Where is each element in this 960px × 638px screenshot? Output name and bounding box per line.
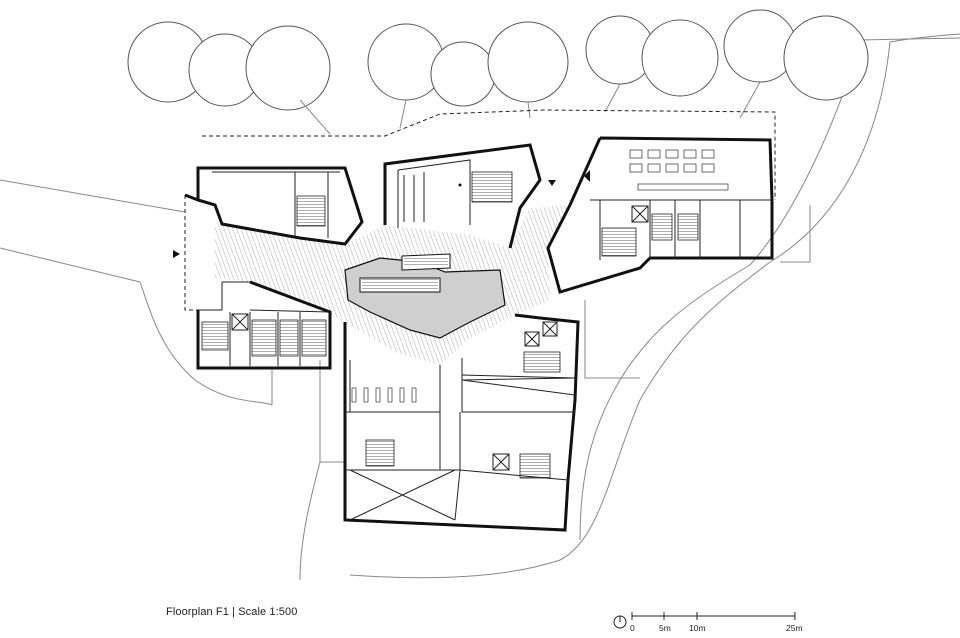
trees	[127, 9, 869, 135]
central-north-wing	[383, 143, 542, 249]
plan-caption: Floorplan F1 | Scale 1:500	[166, 606, 298, 618]
scale-label-0: 0	[630, 623, 635, 633]
scale-bar: 0 5m 10m 25m	[630, 612, 803, 633]
west-wing	[184, 166, 364, 246]
south-wing	[343, 313, 580, 532]
east-wing	[546, 136, 774, 294]
entrance-markers	[173, 170, 590, 258]
scale-label-10m: 10m	[689, 623, 706, 633]
west-lower-wing	[196, 280, 332, 370]
scale-label-5m: 5m	[659, 623, 671, 633]
north-arrow-icon	[613, 615, 627, 629]
scale-label-25m: 25m	[786, 623, 803, 633]
roof-outline	[184, 109, 776, 311]
